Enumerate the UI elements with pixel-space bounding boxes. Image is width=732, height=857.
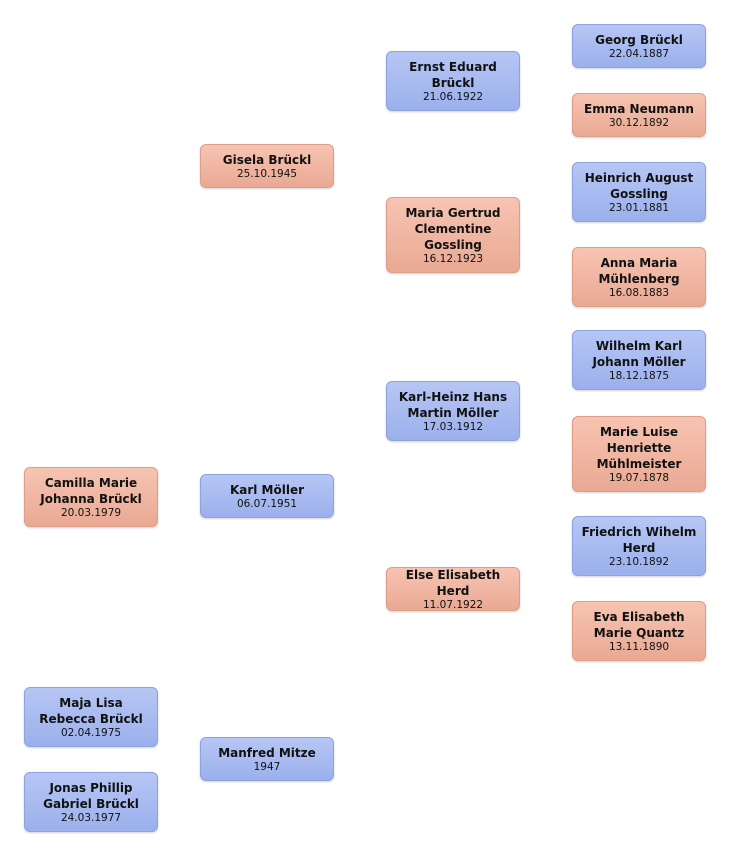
person-date: 16.08.1883 — [608, 286, 670, 299]
person-box-jonas[interactable]: Jonas Phillip Gabriel Brückl 24.03.1977 — [24, 772, 158, 832]
person-box-maria-gertrud[interactable]: Maria Gertrud Clementine Gossling 16.12.… — [386, 197, 520, 273]
person-date: 22.04.1887 — [608, 47, 670, 60]
person-name: Jonas Phillip Gabriel Brückl — [43, 780, 139, 811]
person-name: Maja Lisa Rebecca Brückl — [39, 695, 143, 726]
person-box-marie-luise[interactable]: Marie Luise Henriette Mühlmeister 19.07.… — [572, 416, 706, 492]
person-box-karl[interactable]: Karl Möller 06.07.1951 — [200, 474, 334, 518]
person-name: Else Elisabeth Herd — [405, 567, 501, 598]
person-box-anna[interactable]: Anna Maria Mühlenberg 16.08.1883 — [572, 247, 706, 307]
person-box-heinrich[interactable]: Heinrich August Gossling 23.01.1881 — [572, 162, 706, 222]
person-date: 21.06.1922 — [422, 90, 484, 103]
person-name: Friedrich Wihelm Herd — [581, 524, 697, 555]
person-name: Heinrich August Gossling — [584, 170, 694, 201]
person-date: 02.04.1975 — [60, 726, 122, 739]
person-name: Gisela Brückl — [222, 152, 312, 167]
person-box-karl-heinz[interactable]: Karl-Heinz Hans Martin Möller 17.03.1912 — [386, 381, 520, 441]
person-name: Georg Brückl — [595, 32, 683, 47]
person-box-friedrich[interactable]: Friedrich Wihelm Herd 23.10.1892 — [572, 516, 706, 576]
person-date: 18.12.1875 — [608, 369, 670, 382]
person-date: 1947 — [253, 760, 281, 773]
person-name: Karl-Heinz Hans Martin Möller — [398, 389, 508, 420]
person-name: Ernst Eduard Brückl — [409, 59, 497, 90]
person-name: Emma Neumann — [584, 101, 694, 116]
person-box-georg[interactable]: Georg Brückl 22.04.1887 — [572, 24, 706, 68]
person-date: 11.07.1922 — [422, 598, 484, 611]
person-box-ernst[interactable]: Ernst Eduard Brückl 21.06.1922 — [386, 51, 520, 111]
person-name: Marie Luise Henriette Mühlmeister — [596, 424, 682, 471]
person-date: 30.12.1892 — [608, 116, 670, 129]
person-box-eva[interactable]: Eva Elisabeth Marie Quantz 13.11.1890 — [572, 601, 706, 661]
person-box-emma[interactable]: Emma Neumann 30.12.1892 — [572, 93, 706, 137]
person-date: 20.03.1979 — [60, 506, 122, 519]
person-date: 25.10.1945 — [236, 167, 298, 180]
person-name: Anna Maria Mühlenberg — [598, 255, 680, 286]
person-name: Wilhelm Karl Johann Möller — [592, 338, 686, 369]
person-date: 06.07.1951 — [236, 497, 298, 510]
person-box-maja[interactable]: Maja Lisa Rebecca Brückl 02.04.1975 — [24, 687, 158, 747]
person-name: Camilla Marie Johanna Brückl — [40, 475, 142, 506]
person-date: 16.12.1923 — [422, 252, 484, 265]
person-box-manfred[interactable]: Manfred Mitze 1947 — [200, 737, 334, 781]
person-box-gisela[interactable]: Gisela Brückl 25.10.1945 — [200, 144, 334, 188]
person-date: 24.03.1977 — [60, 811, 122, 824]
person-date: 19.07.1878 — [608, 471, 670, 484]
person-box-wilhelm[interactable]: Wilhelm Karl Johann Möller 18.12.1875 — [572, 330, 706, 390]
person-date: 23.01.1881 — [608, 201, 670, 214]
person-date: 13.11.1890 — [608, 640, 670, 653]
person-name: Eva Elisabeth Marie Quantz — [593, 609, 685, 640]
person-box-else[interactable]: Else Elisabeth Herd 11.07.1922 — [386, 567, 520, 611]
person-name: Maria Gertrud Clementine Gossling — [405, 205, 501, 252]
person-box-camilla[interactable]: Camilla Marie Johanna Brückl 20.03.1979 — [24, 467, 158, 527]
person-name: Manfred Mitze — [218, 745, 316, 760]
person-date: 23.10.1892 — [608, 555, 670, 568]
person-name: Karl Möller — [229, 482, 305, 497]
person-date: 17.03.1912 — [422, 420, 484, 433]
